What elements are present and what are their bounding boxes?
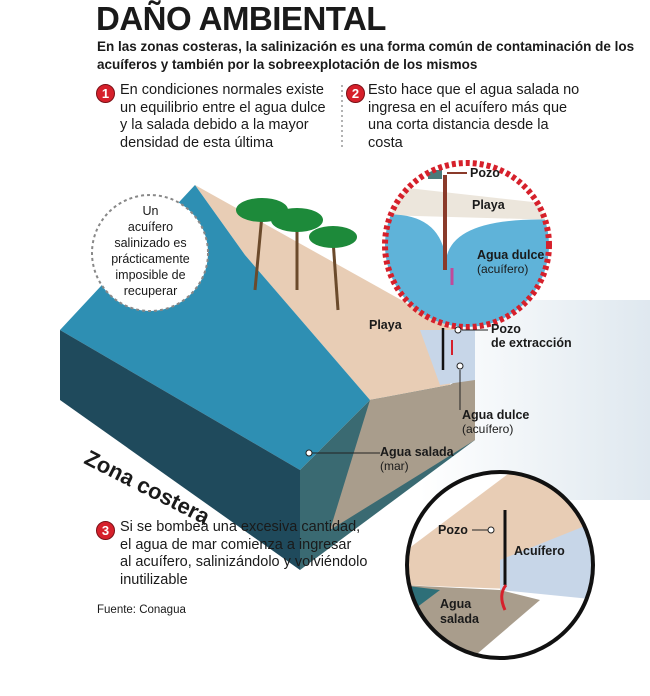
source-credit: Fuente: Conagua	[97, 604, 186, 616]
step-2-badge: 2	[346, 84, 365, 103]
bubble-line: recuperar	[123, 284, 178, 298]
step-1-line: En condiciones normales existe	[120, 82, 324, 98]
bubble-line: Un	[142, 204, 159, 218]
detail-top-agua-dulce-label: Agua dulce (acuífero)	[477, 248, 544, 276]
step-1-line: densidad de esta última	[120, 134, 274, 151]
salada-text: salada	[440, 612, 479, 626]
step-1-badge: 1	[96, 84, 115, 103]
detail-bottom-acuifero-label: Acuífero	[514, 544, 565, 558]
bubble-text: Un acuífero salinizado es prácticamente …	[98, 203, 203, 299]
agua-dulce-text: Agua dulce	[462, 408, 530, 422]
step-3-line: Si se bombea una excesiva cantidad,	[120, 519, 361, 535]
step-3-badge: 3	[96, 521, 115, 540]
detail-circle-top	[385, 163, 549, 327]
bubble-line: acuífero	[127, 220, 174, 234]
step-1-line: y la salada debido a la mayor	[120, 117, 309, 133]
detail-bottom-pozo-label: Pozo	[438, 523, 468, 537]
agua-salada-text: Agua salada	[380, 445, 454, 459]
de-extraccion-text: de extracción	[491, 336, 572, 350]
step-2-text: Esto hace que el agua salada no ingresa …	[368, 82, 579, 152]
acuifero-text: (acuífero)	[462, 422, 514, 436]
detail-bottom-agua-salada-label: Agua salada	[440, 597, 479, 627]
agua-text: Agua	[440, 597, 472, 611]
detail-top-playa-label: Playa	[472, 198, 505, 212]
step-2-line: costa	[368, 134, 403, 151]
step-1-text: En condiciones normales existe un equili…	[120, 82, 326, 152]
step-3-line: inutilizable	[120, 571, 188, 588]
step-3-text: Si se bombea una excesiva cantidad, el a…	[120, 519, 367, 589]
playa-label: Playa	[369, 318, 402, 332]
detail-circle-border	[382, 160, 552, 330]
agua-salada-label: Agua salada (mar)	[380, 445, 454, 473]
step-3-line: el agua de mar comienza a ingresar	[120, 536, 352, 553]
step-3-line: al acuífero, salinizándolo y volviéndolo	[120, 554, 368, 570]
step-1-line: un equilibrio entre el agua dulce	[120, 99, 326, 116]
step-2-line: ingresa en el acuífero más que	[368, 99, 568, 116]
bubble-line: prácticamente	[111, 252, 190, 266]
mar-text: (mar)	[380, 459, 409, 473]
step-2-line: una corta distancia desde la	[368, 117, 549, 133]
bubble-line: salinizado es	[114, 236, 187, 250]
palm-trees	[236, 198, 357, 311]
acuifero-text: (acuífero)	[477, 262, 529, 276]
agua-dulce-text: Agua dulce	[477, 248, 545, 262]
salt-water-wedge	[330, 370, 475, 530]
subtitle: En las zonas costeras, la salinización e…	[97, 39, 635, 72]
pozo-extraccion-label: Pozo de extracción	[491, 322, 572, 350]
agua-dulce-label: Agua dulce (acuífero)	[462, 408, 529, 436]
detail-circle-bottom-border	[405, 470, 595, 660]
detail-top-pozo-label: Pozo	[470, 166, 500, 180]
sea-front	[60, 330, 300, 570]
page-title: DAÑO AMBIENTAL	[96, 0, 386, 37]
step-2-line: Esto hace que el agua salada no	[368, 82, 580, 98]
bubble-line: imposible de	[115, 268, 186, 282]
aquifer	[420, 330, 475, 385]
leader-lines	[305, 326, 495, 534]
info-bubble	[91, 194, 209, 312]
pozo-text: Pozo	[491, 322, 521, 336]
